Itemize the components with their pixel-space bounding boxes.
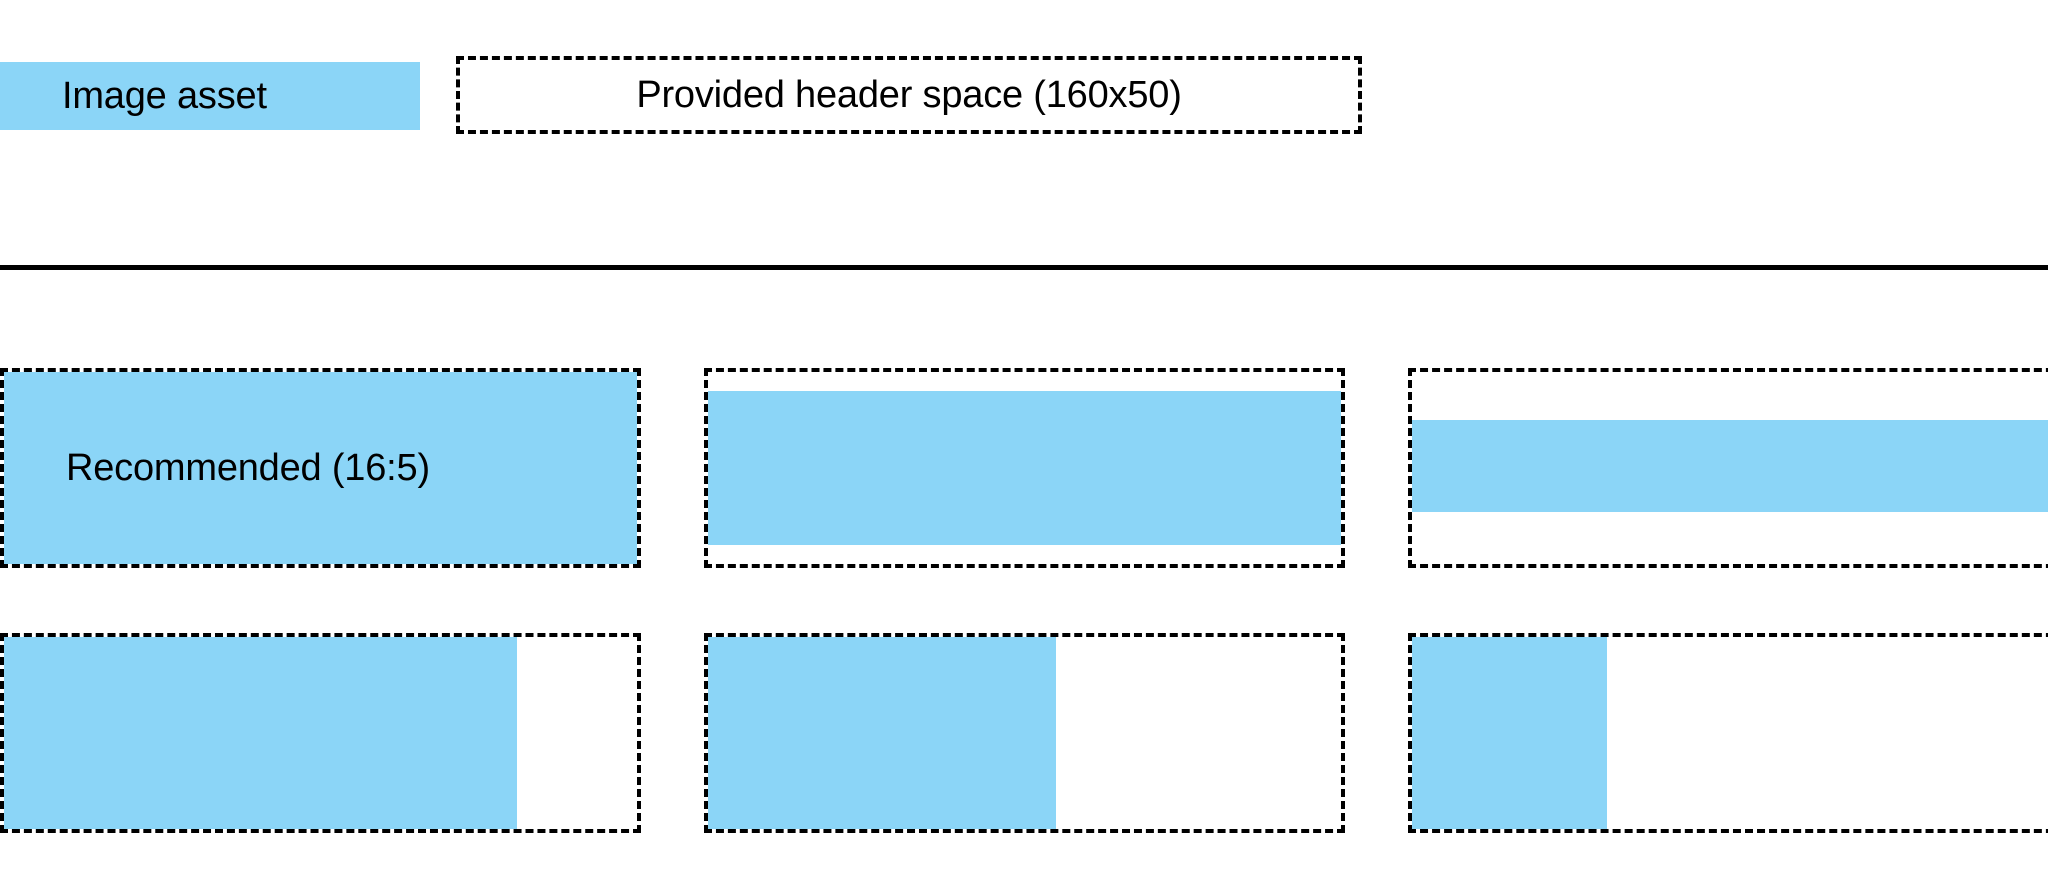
tile-recommended-fill	[4, 372, 637, 564]
tile-shorter-image	[704, 368, 1345, 568]
example-row-aspect-variants: Recommended (16:5)	[0, 368, 2048, 568]
tile-thin-banner-image-fill	[1412, 420, 2048, 513]
provided-header-space-label: Provided header space (160x50)	[636, 74, 1182, 116]
tile-shorter-image-fill	[708, 391, 1341, 545]
image-asset-swatch: Image asset	[0, 62, 420, 130]
provided-header-space-box: Provided header space (160x50)	[456, 56, 1362, 134]
tile-narrow-fill	[1408, 633, 2048, 833]
example-row-width-variants	[0, 633, 2048, 833]
tile-wide-fill	[0, 633, 641, 833]
tile-wide-fill-block	[4, 637, 517, 829]
tile-medium-fill	[704, 633, 1345, 833]
tile-recommended: Recommended (16:5)	[0, 368, 641, 568]
tile-narrow-fill-block	[1412, 637, 1608, 829]
tile-recommended-caption: Recommended (16:5)	[66, 447, 430, 489]
tile-thin-banner-image	[1408, 368, 2048, 568]
tile-medium-fill-block	[708, 637, 1057, 829]
example-grid: Recommended (16:5)	[0, 368, 2048, 833]
section-divider	[0, 265, 2048, 270]
image-asset-label: Image asset	[62, 75, 267, 117]
